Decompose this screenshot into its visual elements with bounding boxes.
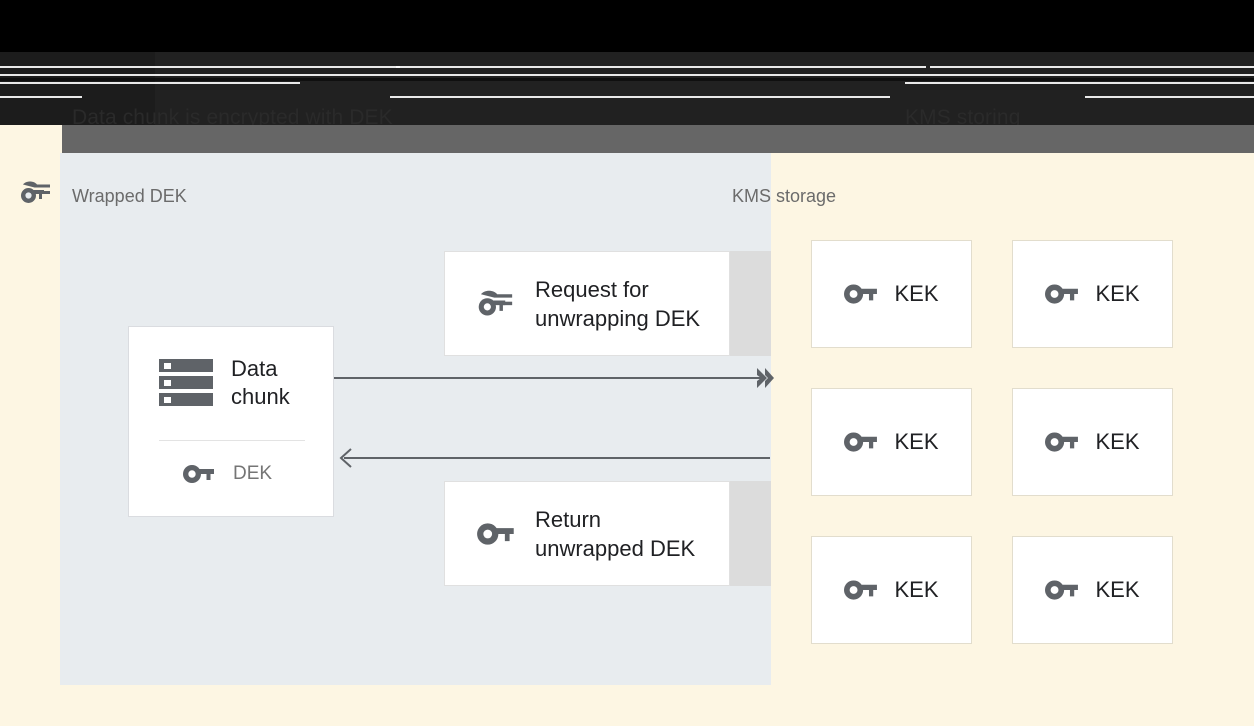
return-message-label: Return unwrapped DEK [535, 506, 696, 561]
kek-card: KEK [1012, 240, 1173, 348]
request-arrow-head-icon [757, 368, 774, 388]
wrapped-key-icon [21, 181, 50, 203]
data-chunk-dek-label: DEK [233, 463, 273, 484]
storage-chunk-icon [159, 359, 213, 406]
wrapped-dek-panel-title: Wrapped DEK [72, 186, 187, 206]
kek-card: KEK [811, 240, 972, 348]
kek-card-label: KEK [1095, 281, 1140, 306]
wrapped-key-icon [478, 290, 513, 316]
key-icon [477, 522, 514, 545]
key-icon [844, 580, 878, 600]
return-message-card: Return unwrapped DEK [444, 481, 730, 586]
kms-storage-panel-title: KMS storage [732, 186, 837, 206]
key-icon [1045, 580, 1079, 600]
kek-card: KEK [811, 536, 972, 644]
key-icon [1045, 432, 1079, 452]
request-arrow-line [334, 377, 762, 379]
data-chunk-dek-row: DEK [183, 463, 272, 485]
header-gray-bar [0, 125, 1254, 153]
header-caption-bar: Data chunk is encrypted with DEK and sto… [0, 52, 1254, 125]
data-chunk-divider [159, 440, 305, 441]
header-left-block [0, 52, 155, 125]
request-message-wrap: Request for unwrapping DEK [444, 251, 771, 356]
diagram-canvas: Wrapped DEK Data chunk DEK [0, 153, 1254, 726]
kek-card-label: KEK [894, 577, 939, 602]
kek-card: KEK [811, 388, 972, 496]
key-icon [844, 284, 878, 304]
data-chunk-card: Data chunk DEK [128, 326, 334, 517]
data-chunk-label: Data chunk [231, 356, 290, 409]
header-right-caption: KMS storing internally the KEK [905, 106, 1021, 125]
kek-card-label: KEK [1095, 429, 1140, 454]
request-message-card: Request for unwrapping DEK [444, 251, 730, 356]
request-message-label: Request for unwrapping DEK [535, 276, 701, 331]
header-left-caption: Data chunk is encrypted with DEK and sto… [72, 106, 393, 125]
kek-card-label: KEK [894, 429, 939, 454]
return-arrow-line [344, 457, 770, 459]
header-gray-left-block [0, 125, 62, 153]
header-black-bar [0, 0, 1254, 52]
kek-card-grid: KEK KEK KEK KEK [811, 240, 1173, 644]
kek-card-label: KEK [894, 281, 939, 306]
key-icon [183, 465, 214, 483]
kek-card: KEK [1012, 536, 1173, 644]
return-arrow-head-icon [339, 448, 352, 468]
data-chunk-row: Data chunk [159, 355, 290, 411]
key-icon [844, 432, 878, 452]
kek-card-label: KEK [1095, 577, 1140, 602]
kek-card: KEK [1012, 388, 1173, 496]
return-message-wrap: Return unwrapped DEK [444, 481, 771, 586]
key-icon [1045, 284, 1079, 304]
